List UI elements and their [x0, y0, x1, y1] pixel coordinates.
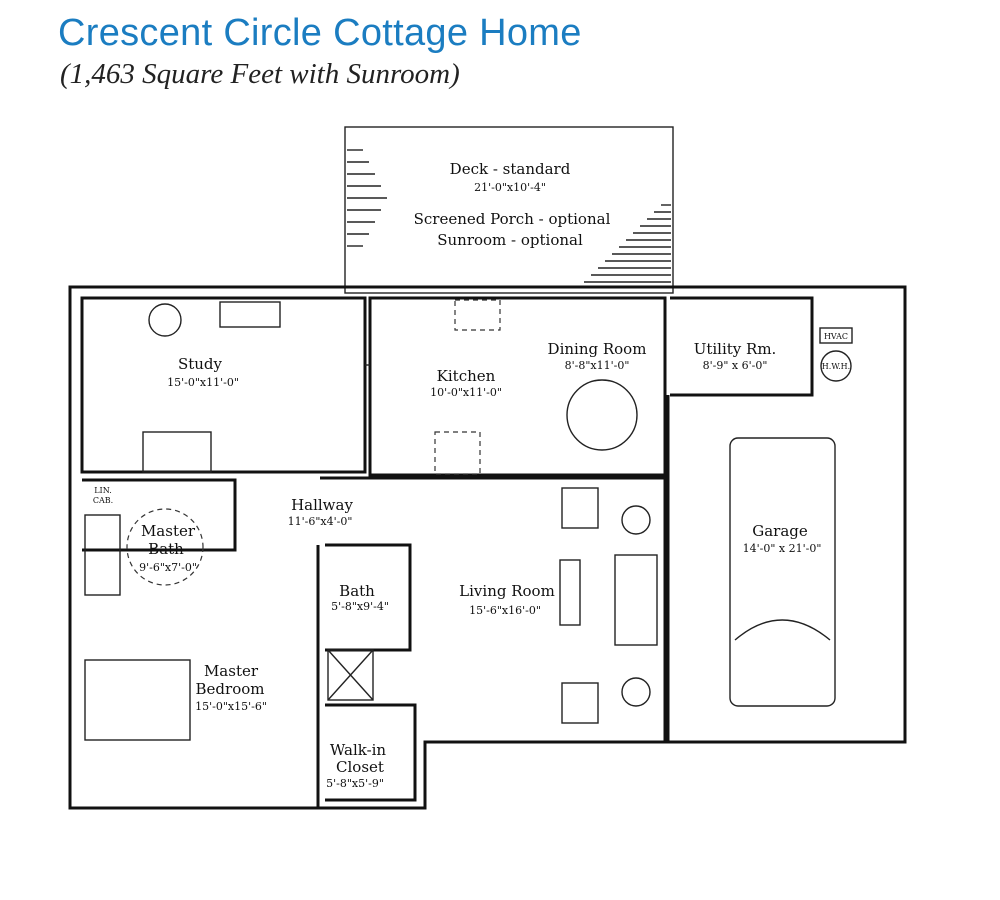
page-title: Crescent Circle Cottage Home	[58, 12, 582, 54]
deck-label: Deck - standard	[450, 160, 571, 178]
exterior-walls	[68, 285, 907, 810]
walk-in-label-2: Closet	[336, 758, 384, 776]
dining-table	[566, 379, 638, 451]
sunroom-label: Sunroom - optional	[437, 231, 583, 249]
hvac-label: HVAC	[824, 332, 848, 341]
screened-porch-label: Screened Porch - optional	[414, 210, 611, 228]
bathtub	[84, 514, 121, 596]
walk-in-dims: 5'-8"x5'-9"	[326, 777, 384, 790]
master-bath-label-2: Bath	[148, 540, 184, 558]
utility-room-dims: 8'-9" x 6'-0"	[703, 359, 768, 372]
room-labels: Study 15'-0"x11'-0" Kitchen 10'-0"x11'-0…	[93, 327, 853, 790]
bath-dims: 5'-8"x9'-4"	[331, 600, 389, 613]
deck: Deck - standard 21'-0"x10'-4" Screened P…	[344, 126, 674, 294]
study-label: Study	[178, 355, 223, 373]
garage-label: Garage	[752, 522, 808, 540]
water-heater-label: H.W.H.	[822, 362, 850, 371]
desk	[142, 431, 212, 473]
living-room-dims: 15'-6"x16'-0"	[469, 604, 541, 617]
bath-label: Bath	[339, 582, 375, 600]
kitchen-label: Kitchen	[437, 367, 496, 385]
kitchen-dims: 10'-0"x11'-0"	[430, 386, 502, 399]
dining-room-label: Dining Room	[548, 340, 647, 358]
utility-room-label: Utility Rm.	[694, 340, 777, 358]
walk-in-label-1: Walk-in	[330, 741, 387, 759]
deck-dims: 21'-0"x10'-4"	[474, 181, 546, 194]
bed	[84, 659, 191, 741]
linen-label: LIN.	[94, 486, 112, 495]
dining-room-dims: 8'-8"x11'-0"	[565, 359, 630, 372]
hallway-dims: 11'-6"x4'-0"	[288, 515, 353, 528]
master-bedroom-label-1: Master	[204, 662, 259, 680]
car-outline	[729, 437, 836, 707]
master-bedroom-dims: 15'-0"x15'-6"	[195, 700, 267, 713]
master-bath-dims: 9'-6"x7'-0"	[139, 561, 197, 574]
sofa	[614, 554, 658, 646]
study-dims: 15'-0"x11'-0"	[167, 376, 239, 389]
hallway-label: Hallway	[291, 496, 353, 514]
garage-dims: 14'-0" x 21'-0"	[743, 542, 822, 555]
cabinet-label: CAB.	[93, 496, 113, 505]
page-subtitle: (1,463 Square Feet with Sunroom)	[60, 58, 460, 90]
master-bath-label-1: Master	[141, 522, 196, 540]
living-room-label: Living Room	[459, 582, 555, 600]
master-bedroom-label-2: Bedroom	[196, 680, 265, 698]
